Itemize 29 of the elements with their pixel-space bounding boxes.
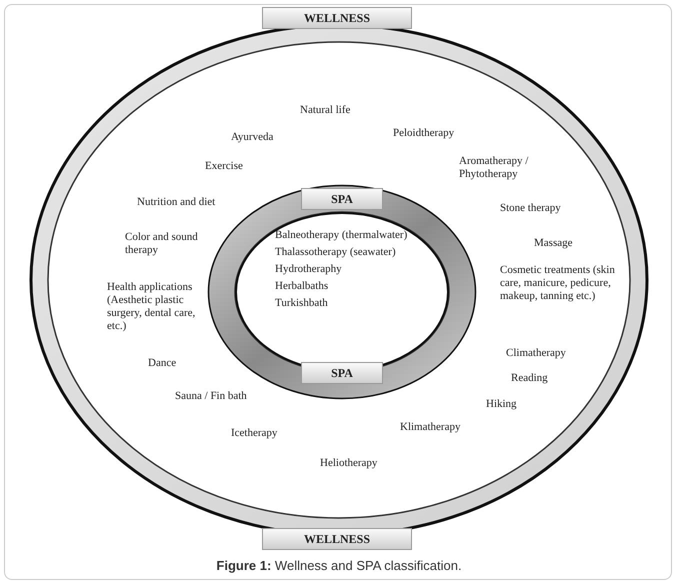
category-label: Sauna / Fin bath <box>175 390 247 403</box>
category-label: Ayurveda <box>231 131 274 144</box>
list-item-text: Balneotherapy (thermalwater) <box>275 229 408 242</box>
category-label: Natural life <box>300 104 350 117</box>
list-item-text: Herbalbaths <box>275 280 328 293</box>
category-label: Aromatherapy / Phytotherapy <box>459 155 530 181</box>
category-label: Health applications (Aesthetic plastic surgery, dental care, etc.) <box>107 281 196 333</box>
category-label: Climatherapy <box>506 347 566 360</box>
category-label: Dance <box>148 357 176 370</box>
title-tab: WELLNESS <box>262 528 412 550</box>
category-label: Color and sound therapy <box>125 231 199 257</box>
category-label: Hiking <box>486 398 517 411</box>
figure-caption: Figure 1: Wellness and SPA classification. <box>216 558 462 573</box>
list-item-text: Thalassotherapy (seawater) <box>275 246 396 259</box>
title-tab: WELLNESS <box>262 7 412 29</box>
category-label: Cosmetic treatments (skin care, manicure, pedicure, makeup, tanning etc.) <box>500 264 616 303</box>
category-label: Peloidtherapy <box>393 127 454 140</box>
list-item-text: Turkishbath <box>275 297 328 310</box>
category-label: Massage <box>534 237 572 250</box>
category-label: Icetherapy <box>231 427 278 440</box>
category-label: Stone therapy <box>500 202 561 215</box>
category-label: Nutrition and diet <box>137 196 216 209</box>
category-label: Klimatherapy <box>400 421 460 434</box>
title-tab: SPA <box>301 362 383 384</box>
category-label: Heliotherapy <box>320 457 378 470</box>
category-label: Reading <box>511 372 548 385</box>
title-tab: SPA <box>301 188 383 210</box>
category-label: Exercise <box>205 160 243 173</box>
list-item-text: Hydrotheraphy <box>275 263 342 276</box>
